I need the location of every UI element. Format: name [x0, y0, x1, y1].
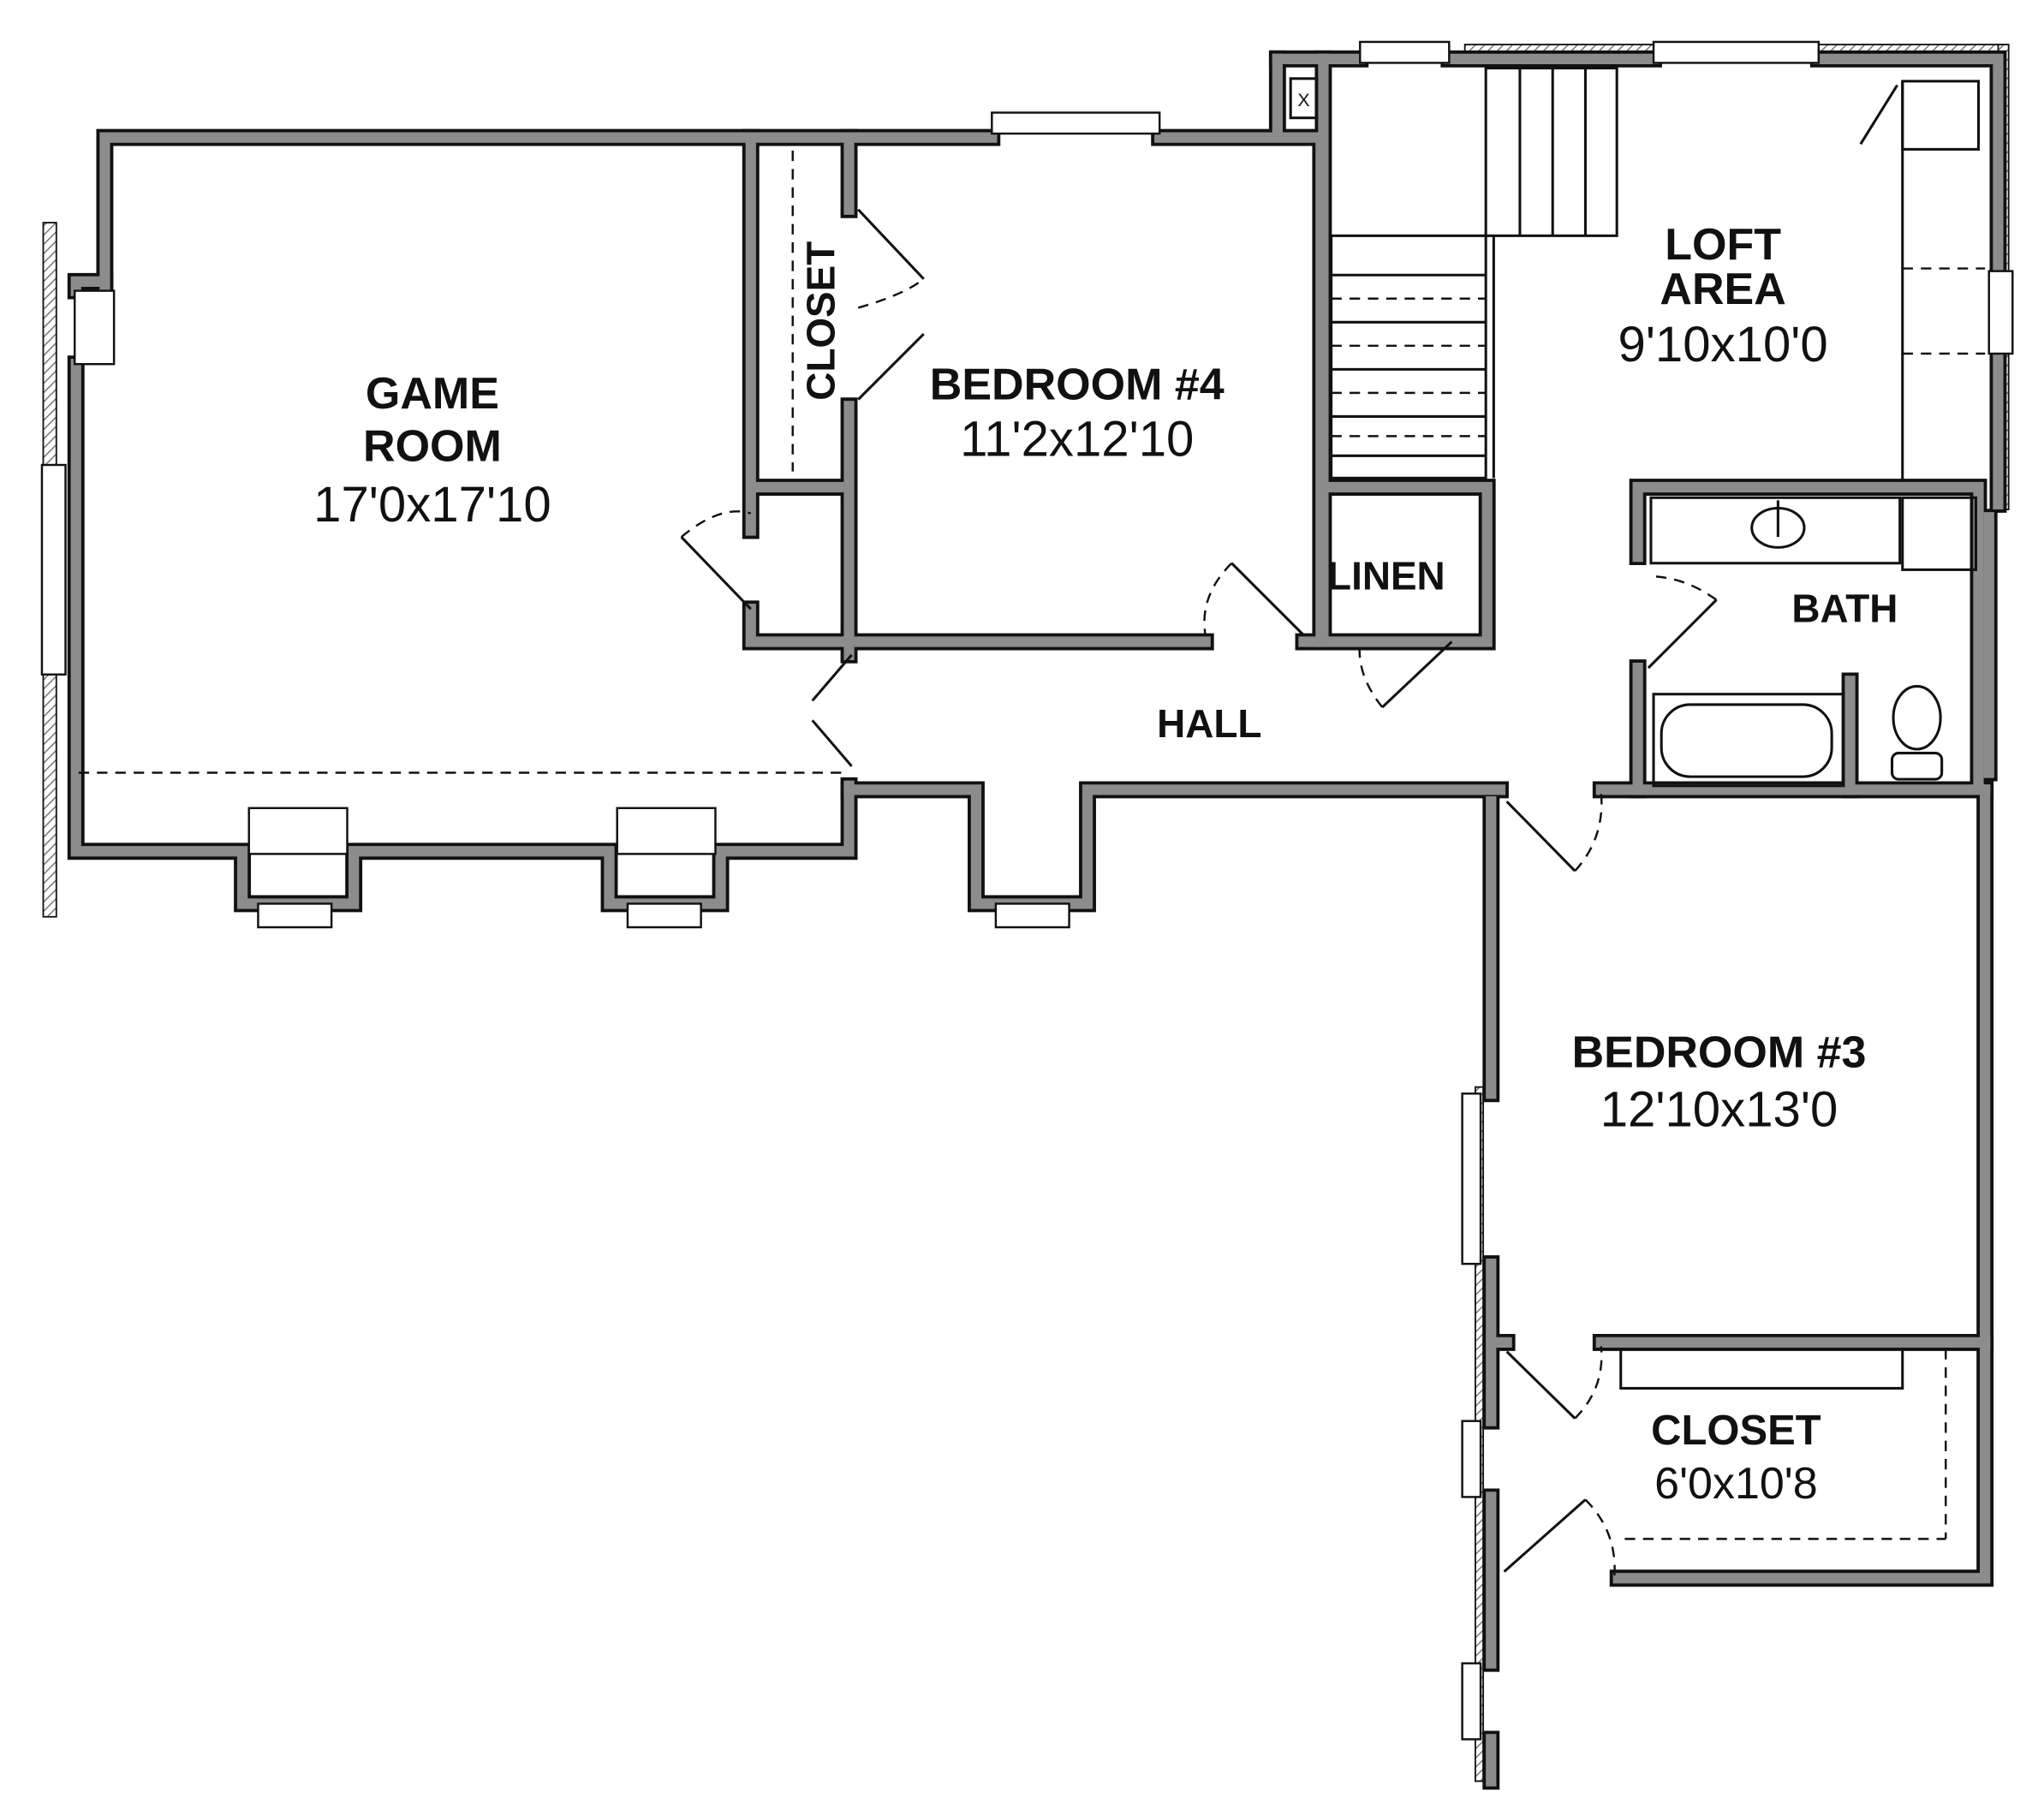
window [1987, 270, 2014, 355]
window [1461, 1420, 1482, 1498]
door[interactable] [1505, 792, 1603, 872]
door[interactable] [1203, 562, 1305, 636]
window [40, 463, 67, 676]
bedroom-4-label: BEDROOM #4 [930, 360, 1225, 410]
bedroom-4-size: 11'2x12'10 [960, 411, 1194, 467]
bathtub-icon [1652, 693, 1845, 788]
window [73, 289, 116, 366]
window [257, 902, 333, 929]
chase-mark: X [1297, 90, 1309, 110]
wall [840, 781, 1509, 913]
wall [1629, 479, 1987, 795]
game-room-label-1: GAME [366, 369, 499, 419]
wall [1612, 784, 1991, 1584]
closet-label: CLOSET [1651, 1408, 1821, 1454]
linen-label: LINEN [1327, 553, 1445, 598]
staircase [1330, 67, 1618, 479]
loft-size: 9'10x10'0 [1618, 317, 1827, 372]
window [1652, 40, 1821, 64]
wall [1298, 481, 1493, 647]
hall-label: HALL [1157, 701, 1261, 746]
game-room-label-2: ROOM [363, 421, 502, 471]
bedroom-3-size: 12'10x13'0 [1600, 1082, 1838, 1138]
toilet-icon [1890, 685, 1944, 781]
door[interactable] [1647, 575, 1718, 670]
chase [1289, 77, 1319, 120]
game-room-size: 17'0x17'10 [313, 477, 551, 533]
windows [40, 40, 2014, 1741]
window [991, 111, 1161, 135]
closet-size: 6'0x10'8 [1654, 1459, 1817, 1509]
details [78, 67, 1986, 1540]
window [1359, 40, 1451, 64]
wall [843, 784, 1506, 909]
wall [1632, 481, 1984, 791]
bath-label: BATH [1791, 586, 1898, 631]
wall [70, 359, 855, 909]
door[interactable] [1503, 1498, 1616, 1579]
doors [680, 208, 1718, 1579]
loft-label-1: LOFT [1665, 220, 1781, 270]
window [1461, 1662, 1482, 1741]
wall [1809, 50, 2007, 280]
wall [70, 276, 110, 296]
window [994, 902, 1070, 929]
closet-vertical-label: CLOSET [799, 241, 843, 401]
wall [745, 604, 1211, 647]
wall [99, 132, 998, 291]
room-labels: GAME ROOM 17'0x17'10 BEDROOM #4 11'2x12'… [313, 220, 1898, 1509]
loft-label-2: AREA [1660, 265, 1785, 314]
door[interactable] [1505, 1346, 1603, 1420]
door[interactable] [1358, 640, 1453, 709]
door[interactable] [680, 510, 752, 610]
door[interactable] [857, 208, 925, 401]
bedroom-3-label: BEDROOM #3 [1572, 1028, 1867, 1078]
door[interactable] [811, 653, 853, 767]
window [626, 902, 702, 929]
wall [1813, 53, 2004, 277]
window [1461, 1093, 1482, 1265]
